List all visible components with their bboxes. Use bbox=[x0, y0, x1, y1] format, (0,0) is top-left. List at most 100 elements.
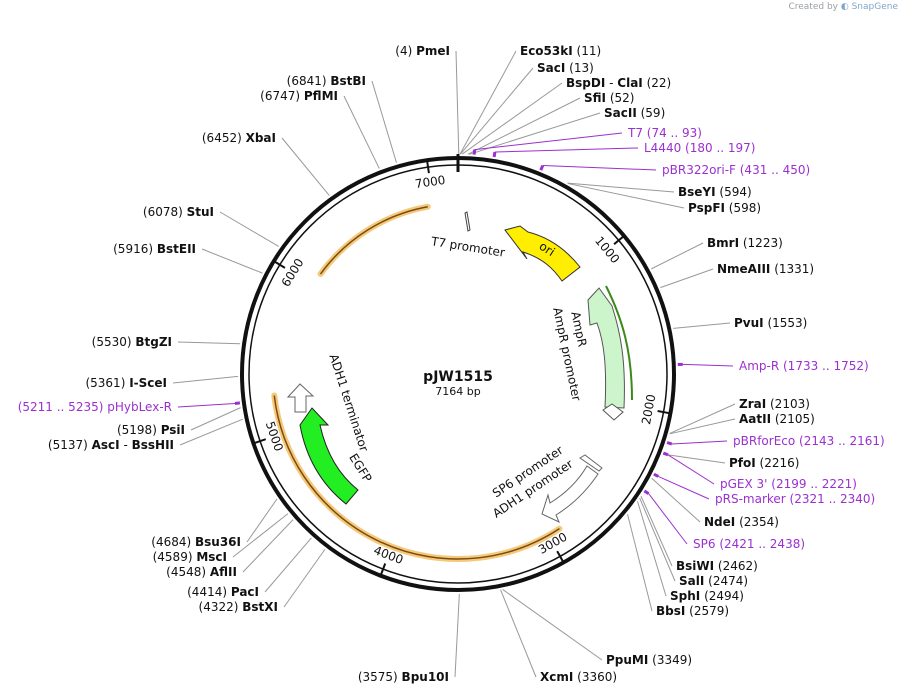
site-leader-line bbox=[673, 322, 731, 329]
misc-leader-line bbox=[648, 493, 688, 545]
enzyme-name: PvuI bbox=[734, 316, 764, 330]
restriction-site: BbsI (2579) bbox=[656, 604, 729, 618]
restriction-site: SacI (13) bbox=[537, 61, 594, 75]
cut-position: (2462) bbox=[714, 559, 758, 573]
misc-range: (5211 .. 5235) bbox=[18, 400, 108, 414]
misc-feature-mark bbox=[666, 441, 673, 446]
adh1-promoter-arrow bbox=[541, 465, 599, 524]
site-leader-line bbox=[246, 498, 278, 543]
misc-leader-line bbox=[474, 132, 623, 151]
cut-position: (5137) bbox=[48, 438, 92, 452]
adh1-terminator-arrow bbox=[286, 383, 315, 413]
misc-name: Amp-R bbox=[739, 359, 779, 373]
site-leader-line bbox=[190, 407, 241, 431]
misc-range: (2321 .. 2340) bbox=[786, 492, 876, 506]
enzyme-name: BstEII bbox=[157, 242, 196, 256]
cut-position: (52) bbox=[606, 91, 634, 105]
cut-position: (5361) bbox=[85, 376, 129, 390]
restriction-site: (4548) AflII bbox=[166, 565, 237, 579]
site-leader-line bbox=[500, 589, 537, 678]
plasmid-center-label: pJW1515 7164 bp bbox=[423, 369, 493, 398]
misc-range: (74 .. 93) bbox=[643, 126, 702, 140]
cut-position: (1331) bbox=[770, 262, 814, 276]
enzyme-name: BstBI bbox=[330, 74, 366, 88]
enzyme-name: AflII bbox=[210, 565, 237, 579]
cut-position: (4548) bbox=[166, 565, 210, 579]
misc-range: (1733 .. 1752) bbox=[779, 359, 869, 373]
site-leader-line bbox=[219, 211, 279, 247]
restriction-site: Eco53kI (11) bbox=[520, 44, 601, 58]
misc-name: pBRforEco bbox=[733, 434, 795, 448]
restriction-site: (4589) MscI bbox=[153, 550, 227, 564]
site-leader-line bbox=[201, 248, 263, 274]
enzyme-name: I-SceI bbox=[129, 376, 167, 390]
enzyme-name: SalI bbox=[679, 574, 704, 588]
enzyme-name: ClaI bbox=[617, 76, 642, 90]
cut-position: (2474) bbox=[704, 574, 748, 588]
enzyme-name: PsiI bbox=[161, 423, 185, 437]
adh1-terminator-label: ADH1 terminator bbox=[326, 352, 371, 453]
site-leader-line bbox=[371, 80, 397, 163]
cut-position: (3575) bbox=[358, 670, 402, 684]
enzyme-name: MscI bbox=[196, 550, 227, 564]
credit-brand: SnapGene bbox=[851, 2, 898, 12]
cut-position: (4684) bbox=[151, 535, 195, 549]
cut-position: (4) bbox=[395, 44, 416, 58]
site-leader-line bbox=[242, 519, 294, 573]
site-leader-line bbox=[172, 375, 239, 384]
enzyme-name: BbsI bbox=[656, 604, 685, 618]
t7-promoter-label: T7 promoter bbox=[429, 234, 506, 260]
misc-range: (2143 .. 2161) bbox=[795, 434, 885, 448]
egfp-arrow bbox=[299, 407, 359, 505]
misc-feature-mark bbox=[662, 451, 669, 457]
enzyme-name: Eco53kI bbox=[520, 44, 573, 58]
restriction-site: AatII (2105) bbox=[739, 412, 815, 426]
ruler-tick-mark bbox=[254, 438, 267, 445]
credit-prefix: Created by bbox=[788, 2, 838, 12]
misc-name: pBR322ori-F bbox=[662, 163, 736, 177]
cut-position: (3349) bbox=[648, 653, 692, 667]
enzyme-name: Bsu36I bbox=[195, 535, 241, 549]
ori-outer-arc bbox=[605, 285, 633, 401]
cut-position: (6452) bbox=[202, 131, 246, 145]
ruler-tick-mark bbox=[426, 161, 430, 174]
orange-arc-top-left bbox=[317, 203, 431, 278]
site-leader-line bbox=[567, 182, 675, 193]
enzyme-name: PfoI bbox=[729, 456, 756, 470]
misc-feature-mark bbox=[643, 489, 650, 495]
site-leader-line bbox=[651, 242, 704, 270]
enzyme-name: PpuMI bbox=[606, 653, 648, 667]
cut-position: (59) bbox=[637, 106, 665, 120]
cut-position: (598) bbox=[725, 201, 761, 215]
ruler-tick-mark bbox=[657, 410, 670, 415]
site-leader-line bbox=[455, 50, 460, 155]
misc-feature-mark bbox=[539, 164, 545, 171]
misc-feature: L4440 (180 .. 197) bbox=[644, 141, 755, 155]
cut-position: (6841) bbox=[287, 74, 331, 88]
misc-range: (431 .. 450) bbox=[736, 163, 810, 177]
misc-name: pGEX 3' bbox=[720, 477, 767, 491]
misc-leader-line bbox=[494, 147, 639, 153]
cut-position: (11) bbox=[573, 44, 601, 58]
restriction-site: BseYI (594) bbox=[678, 185, 752, 199]
enzyme-name: BspDI bbox=[566, 76, 605, 90]
enzyme-name: SphI bbox=[670, 589, 700, 603]
enzyme-name: NdeI bbox=[704, 515, 735, 529]
site-leader-line bbox=[639, 497, 676, 582]
cut-position: (4322) bbox=[199, 600, 243, 614]
enzyme-name: NmeAIII bbox=[717, 262, 770, 276]
restriction-site: (6452) XbaI bbox=[202, 131, 276, 145]
cut-position: (13) bbox=[565, 61, 593, 75]
restriction-site: XcmI (3360) bbox=[540, 670, 617, 684]
restriction-site: (5361) I-SceI bbox=[85, 376, 167, 390]
cut-position: (5916) bbox=[113, 242, 157, 256]
cut-position: (5530) bbox=[92, 335, 136, 349]
enzyme-name: PmeI bbox=[416, 44, 450, 58]
orange-highlight-arcs bbox=[271, 203, 563, 562]
ruler-tick-label: 7000 bbox=[414, 173, 446, 191]
enzyme-name: XbaI bbox=[246, 131, 276, 145]
cut-position: (6078) bbox=[143, 205, 187, 219]
misc-feature-labels: T7 (74 .. 93)L4440 (180 .. 197)pBR322ori… bbox=[18, 126, 885, 551]
enzyme-name: BseYI bbox=[678, 185, 716, 199]
restriction-site: SacII (59) bbox=[604, 106, 665, 120]
